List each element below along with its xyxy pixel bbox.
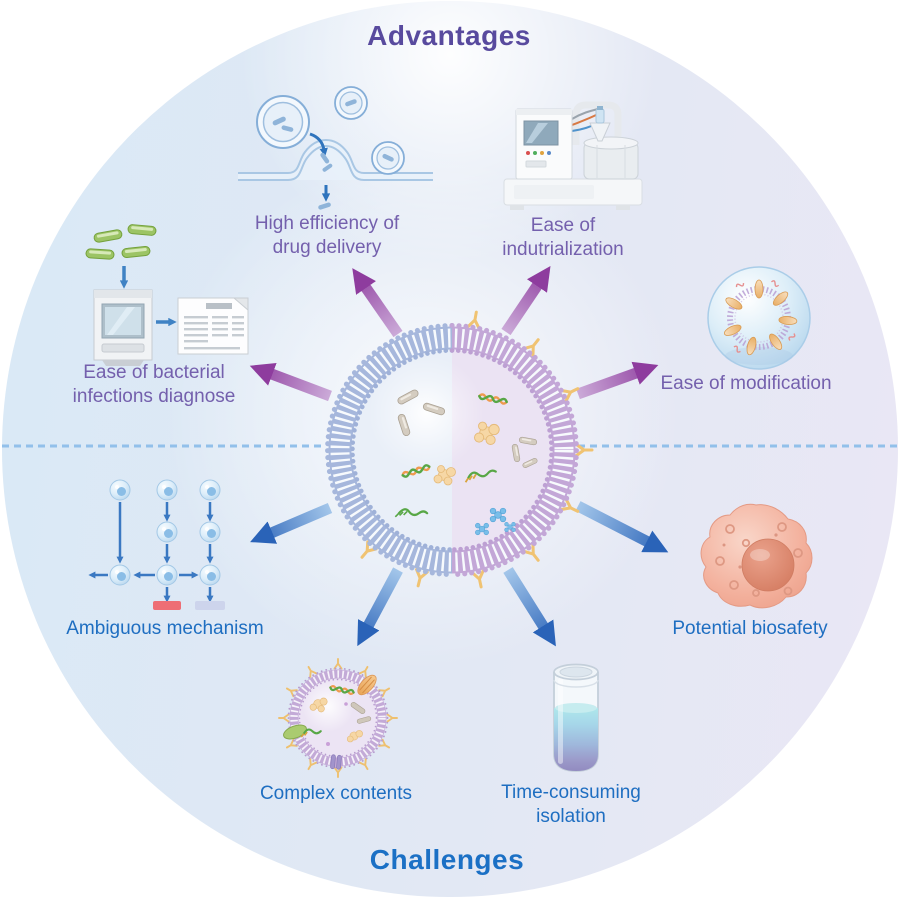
membrane-proteins — [723, 279, 798, 356]
vesicle-contents — [300, 685, 372, 746]
label-modification: Ease of modification — [660, 373, 832, 394]
label-diagnosis: Ease of bacterial infections diagnose — [72, 362, 236, 407]
arrow-industrialization — [501, 265, 551, 336]
arrow-contents — [357, 567, 403, 647]
bacteria-analyzer-report-icon — [85, 223, 249, 366]
pathway-flowchart-icon — [88, 479, 225, 610]
arrow-mechanism — [250, 502, 333, 544]
label-contents: Complex contents — [259, 783, 413, 804]
advantages-title: Advantages — [367, 20, 531, 51]
centrifuge-tube-icon — [553, 663, 599, 772]
arrow-modification — [576, 361, 659, 400]
bacterial-extracellular-vesicle-icon — [325, 309, 594, 590]
label-mechanism: Ambiguous mechanism — [66, 618, 264, 639]
challenges-title: Challenges — [369, 844, 525, 875]
linker-squiggles — [733, 280, 796, 353]
label-isolation: Time-consuming isolation — [501, 782, 641, 827]
label-drug-delivery: High efficiency of drug delivery — [254, 213, 400, 258]
industrial-machine-icon — [503, 101, 643, 210]
label-industrialization: Ease of indutrialization — [502, 215, 624, 260]
vesicle-membrane-fusion-icon — [238, 86, 433, 210]
arrow-diagnosis — [249, 362, 332, 402]
arrow-drug-delivery — [352, 268, 403, 338]
complex-vesicle-icon — [278, 658, 398, 778]
lipid-bilayer-ring — [325, 323, 579, 577]
modified-vesicle-icon — [707, 266, 811, 370]
immune-cell-icon — [700, 503, 813, 609]
arrow-biosafety — [575, 501, 669, 553]
label-biosafety: Potential biosafety — [672, 618, 828, 639]
arrow-isolation — [503, 567, 556, 647]
